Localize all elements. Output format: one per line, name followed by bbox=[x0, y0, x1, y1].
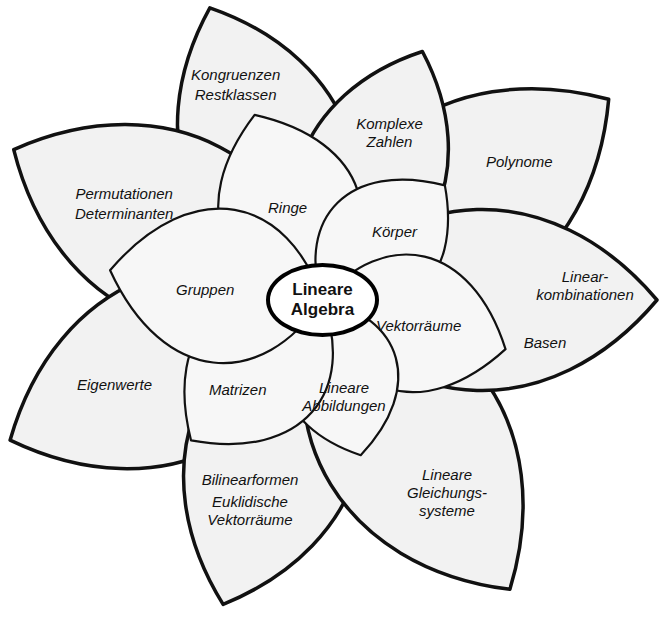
petal-label: Lineare Abbildungen bbox=[298, 379, 390, 415]
petal-label: Gruppen bbox=[176, 281, 234, 299]
topic-label: Kongruenzen bbox=[191, 66, 280, 84]
petal-label: Komplexe Zahlen bbox=[352, 115, 427, 151]
petal-label: Lineare Gleichungs-systeme bbox=[400, 466, 494, 520]
topic-label: Eigenwerte bbox=[77, 376, 152, 394]
petal-label: Polynome bbox=[486, 153, 553, 171]
topic-label: Permutationen bbox=[75, 185, 173, 203]
petal-label: PermutationenDeterminanten bbox=[75, 185, 173, 223]
topic-label: Ringe bbox=[268, 199, 307, 217]
petal-label: Vektorräume bbox=[376, 317, 461, 335]
center-circle: Lineare Algebra bbox=[266, 263, 379, 337]
petal-label: KongruenzenRestklassen bbox=[191, 66, 280, 104]
center-text: Lineare Algebra bbox=[287, 280, 359, 320]
topic-label: Linear-kombinationen bbox=[529, 268, 641, 304]
topic-label: Bilinearformen bbox=[201, 471, 299, 489]
petal-label: Matrizen bbox=[209, 381, 267, 399]
petal-label: Linear-kombinationenBasen bbox=[514, 288, 626, 342]
topic-label: Vektorräume bbox=[376, 317, 461, 335]
topic-label: Lineare Abbildungen bbox=[298, 379, 390, 415]
petal-label: BilinearformenEuklidische Vektorräume bbox=[201, 471, 299, 529]
topic-label: Determinanten bbox=[75, 205, 173, 223]
petal-label: Ringe bbox=[268, 199, 307, 217]
petal-label: Körper bbox=[372, 223, 417, 241]
topic-label: Euklidische Vektorräume bbox=[201, 493, 299, 529]
center-title: Lineare Algebra bbox=[287, 280, 359, 320]
topic-label: Restklassen bbox=[191, 86, 280, 104]
topic-label: Lineare Gleichungs-systeme bbox=[400, 466, 494, 520]
topic-label: Körper bbox=[372, 223, 417, 241]
topic-label: Matrizen bbox=[209, 381, 267, 399]
topic-label: Komplexe Zahlen bbox=[352, 115, 427, 151]
petal-label: Eigenwerte bbox=[77, 376, 152, 394]
topic-label: Basen bbox=[489, 334, 601, 352]
topic-label: Polynome bbox=[486, 153, 553, 171]
topic-label: Gruppen bbox=[176, 281, 234, 299]
inner-petals bbox=[99, 91, 523, 488]
